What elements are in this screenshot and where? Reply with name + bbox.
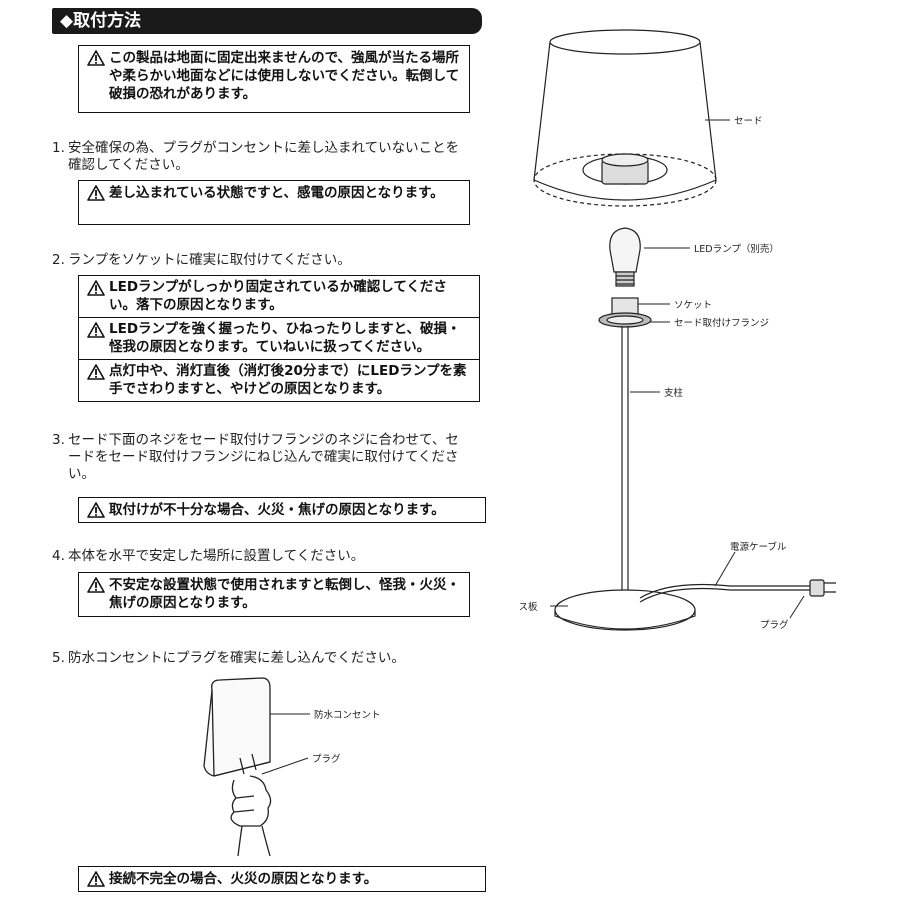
step-2-warnings: LEDランプがしっかり固定されているか確認してください。落下の原因となります。 … <box>78 275 480 402</box>
step-5: 5.防水コンセントにプラグを確実に差し込んでください。 <box>52 650 472 667</box>
socket-label: ソケット <box>674 300 712 311</box>
lamp-illustration: セード LEDランプ（別売） ソケット セード取付けフランジ 支柱 電源ケーブル… <box>520 29 836 631</box>
warning-triangle-icon <box>87 871 105 887</box>
warning-text: 接続不完全の場合、火災の原因となります。 <box>109 871 378 887</box>
intro-warning-box: この製品は地面に固定出来ませんので、強風が当たる場所や柔らかい地面などには使用し… <box>78 45 470 113</box>
warning-row: LEDランプを強く握ったり、ひねったりしますと、破損・怪我の原因となります。てい… <box>79 318 479 360</box>
step-text: 防水コンセントにプラグを確実に差し込んでください。 <box>68 650 405 666</box>
cable-label: 電源ケーブル <box>730 541 787 553</box>
section-title: ◆取付方法 <box>52 8 482 34</box>
plug-label: プラグ <box>760 619 789 631</box>
warning-triangle-icon <box>87 185 105 201</box>
step-3: 3.セード下面のネジをセード取付けフランジのネジに合わせて、セードをセード取付け… <box>52 432 472 483</box>
outlet-illustration: 防水コンセント プラグ <box>203 677 381 857</box>
warning-text: LEDランプを強く握ったり、ひねったりしますと、破損・怪我の原因となります。てい… <box>109 321 461 355</box>
step-4-warning: 不安定な設置状態で使用されますと転倒し、怪我・火災・焦げの原因となります。 <box>78 572 470 617</box>
outlet-label: 防水コンセント <box>314 709 381 721</box>
led-lamp-label: LEDランプ（別売） <box>694 243 779 255</box>
step-5-warning: 接続不完全の場合、火災の原因となります。 <box>78 866 486 892</box>
warning-text: 差し込まれている状態ですと、感電の原因となります。 <box>109 185 444 201</box>
warning-text: 点灯中や、消灯直後（消灯後20分まで）にLEDランプを素手でさわりますと、やけど… <box>109 363 467 397</box>
warning-row: LEDランプがしっかり固定されているか確認してください。落下の原因となります。 <box>79 276 479 318</box>
shade-label: セード <box>734 116 763 127</box>
step-3-warning: 取付けが不十分な場合、火災・焦げの原因となります。 <box>78 497 486 523</box>
warning-triangle-icon <box>87 364 105 380</box>
step-1-warning: 差し込まれている状態ですと、感電の原因となります。 <box>78 180 470 225</box>
step-text: 安全確保の為、プラグがコンセントに差し込まれていないことを確認してください。 <box>68 140 460 173</box>
step-number: 3. <box>52 432 65 448</box>
warning-triangle-icon <box>87 280 105 296</box>
warning-text: LEDランプがしっかり固定されているか確認してください。落下の原因となります。 <box>109 279 447 313</box>
step-4: 4.本体を水平で安定した場所に設置してください。 <box>52 548 472 565</box>
plug-label: プラグ <box>312 753 341 765</box>
step-number: 1. <box>52 140 65 156</box>
step-text: ランプをソケットに確実に取付けてください。 <box>68 252 351 268</box>
warning-triangle-icon <box>87 50 105 66</box>
step-number: 4. <box>52 548 65 564</box>
warning-row: 点灯中や、消灯直後（消灯後20分まで）にLEDランプを素手でさわりますと、やけど… <box>79 360 479 401</box>
step-1: 1.安全確保の為、プラグがコンセントに差し込まれていないことを確認してください。 <box>52 140 472 174</box>
warning-triangle-icon <box>87 577 105 593</box>
base-label: ベース板 <box>520 601 538 613</box>
step-number: 2. <box>52 252 65 268</box>
step-2: 2.ランプをソケットに確実に取付けてください。 <box>52 252 472 269</box>
step-text: セード下面のネジをセード取付けフランジのネジに合わせて、セードをセード取付けフラ… <box>68 432 459 482</box>
flange-label: セード取付けフランジ <box>674 318 769 329</box>
intro-warning-text: この製品は地面に固定出来ませんので、強風が当たる場所や柔らかい地面などには使用し… <box>109 50 460 102</box>
pole-label: 支柱 <box>664 387 684 399</box>
warning-text: 取付けが不十分な場合、火災・焦げの原因となります。 <box>109 502 445 518</box>
step-number: 5. <box>52 650 65 666</box>
warning-text: 不安定な設置状態で使用されますと転倒し、怪我・火災・焦げの原因となります。 <box>109 577 460 611</box>
warning-triangle-icon <box>87 322 105 338</box>
step-text: 本体を水平で安定した場所に設置してください。 <box>68 548 365 564</box>
warning-triangle-icon <box>87 502 105 518</box>
